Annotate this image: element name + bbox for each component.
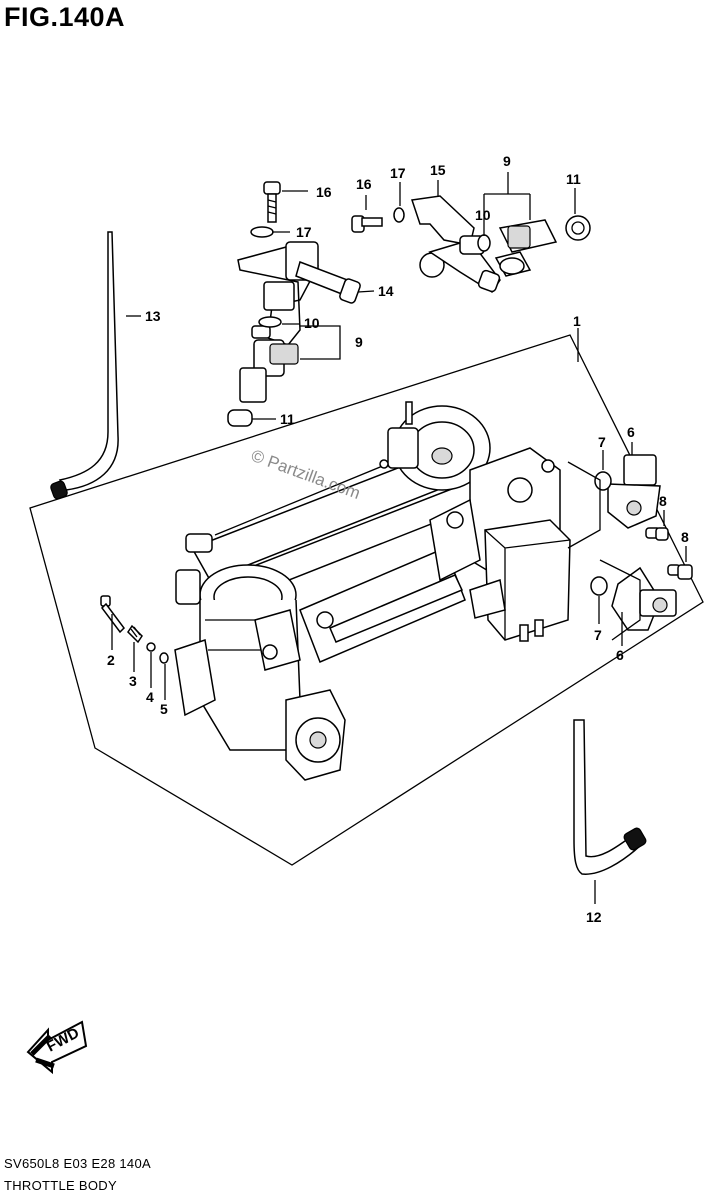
footer-code: SV650L8 E03 E28 140A — [4, 1156, 151, 1171]
callout-17-lower: 17 — [296, 224, 312, 240]
hose-13 — [58, 231, 119, 491]
fuel-injector-front — [239, 325, 299, 403]
callout-6-lower: 6 — [616, 647, 624, 663]
footer-name: THROTTLE BODY — [4, 1178, 117, 1193]
throttle-body-assembly — [174, 401, 571, 781]
screw-8-lower — [667, 564, 693, 580]
callout-10-upper: 10 — [475, 207, 491, 223]
callout-7-upper: 7 — [598, 434, 606, 450]
callout-1: 1 — [573, 313, 581, 329]
bolt-16-rear — [351, 215, 383, 233]
bolt-16-front — [263, 181, 281, 223]
callout-7-lower: 7 — [594, 627, 602, 643]
cushion-front-11 — [227, 409, 253, 427]
o-ring-rear-10 — [477, 234, 491, 252]
o-ring-5 — [159, 652, 169, 664]
callout-9-lower: 9 — [355, 334, 363, 350]
assembly-boundary — [29, 334, 704, 866]
callout-11-upper: 11 — [566, 171, 581, 187]
callout-14: 14 — [378, 283, 394, 299]
callout-9-upper: 9 — [503, 153, 511, 169]
screw-8-upper — [645, 527, 669, 541]
leader-lines — [111, 172, 687, 904]
callout-16-lower: 16 — [356, 176, 372, 192]
o-ring-7-lower — [590, 576, 608, 596]
callout-6-upper: 6 — [627, 424, 635, 440]
callout-16-upper: 16 — [316, 184, 332, 200]
fuel-rail-front — [237, 241, 361, 346]
hose-12 — [573, 719, 642, 875]
sensor-6-lower — [611, 566, 677, 631]
washer-4 — [146, 642, 156, 652]
fuel-rail-rear — [411, 195, 501, 294]
callout-4: 4 — [146, 689, 154, 705]
o-ring-7-upper — [594, 471, 612, 491]
figure-title: FIG.140A — [4, 2, 126, 32]
washer-17-front — [250, 226, 274, 238]
watermark: © Partzilla.com — [249, 446, 363, 503]
callout-15: 15 — [430, 162, 446, 178]
callout-2: 2 — [107, 652, 115, 668]
cushion-rear-11 — [565, 215, 591, 241]
callout-10-lower: 10 — [304, 315, 320, 331]
callout-3: 3 — [129, 673, 137, 689]
callout-8-upper: 8 — [659, 493, 667, 509]
callout-8-lower: 8 — [681, 529, 689, 545]
screw-2 — [100, 595, 125, 634]
callout-5: 5 — [160, 701, 168, 717]
fuel-injector-rear — [494, 219, 558, 277]
fwd-arrow: FWD — [26, 1020, 88, 1075]
callout-11-lower: 11 — [280, 411, 295, 427]
cushion-rear-11-inner — [571, 221, 585, 235]
o-ring-front-10 — [258, 316, 282, 328]
callout-17-upper: 17 — [390, 165, 406, 181]
callout-13: 13 — [145, 308, 161, 324]
washer-17-rear — [393, 207, 405, 223]
callout-12: 12 — [586, 909, 602, 925]
spring-3 — [127, 624, 143, 644]
sensor-6-upper — [607, 454, 661, 529]
